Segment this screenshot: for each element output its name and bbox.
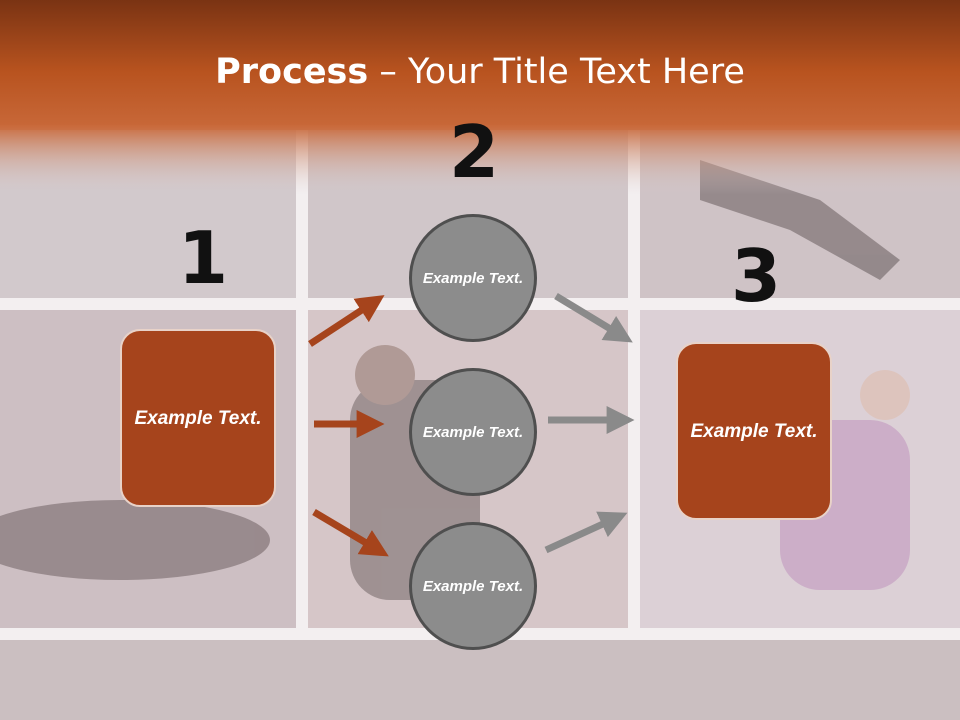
- arrow-right-icon: [312, 508, 389, 557]
- title-bold: Process: [215, 52, 369, 92]
- right-step-box: Example Text.: [676, 342, 832, 520]
- circle-step-middle: Example Text.: [409, 368, 537, 496]
- arrow-right-icon: [544, 511, 628, 554]
- slide-title: Process – Your Title Text Here: [0, 52, 960, 92]
- step-number-1: 1: [178, 216, 229, 300]
- arrow-right-icon: [308, 295, 385, 347]
- circle-step-top: Example Text.: [409, 214, 537, 342]
- circle-step-bottom: Example Text.: [409, 522, 537, 650]
- title-rest: – Your Title Text Here: [368, 52, 745, 92]
- step-number-3: 3: [731, 234, 782, 318]
- step-number-2: 2: [449, 110, 500, 194]
- arrow-right-icon: [554, 293, 633, 343]
- left-step-box: Example Text.: [120, 329, 276, 507]
